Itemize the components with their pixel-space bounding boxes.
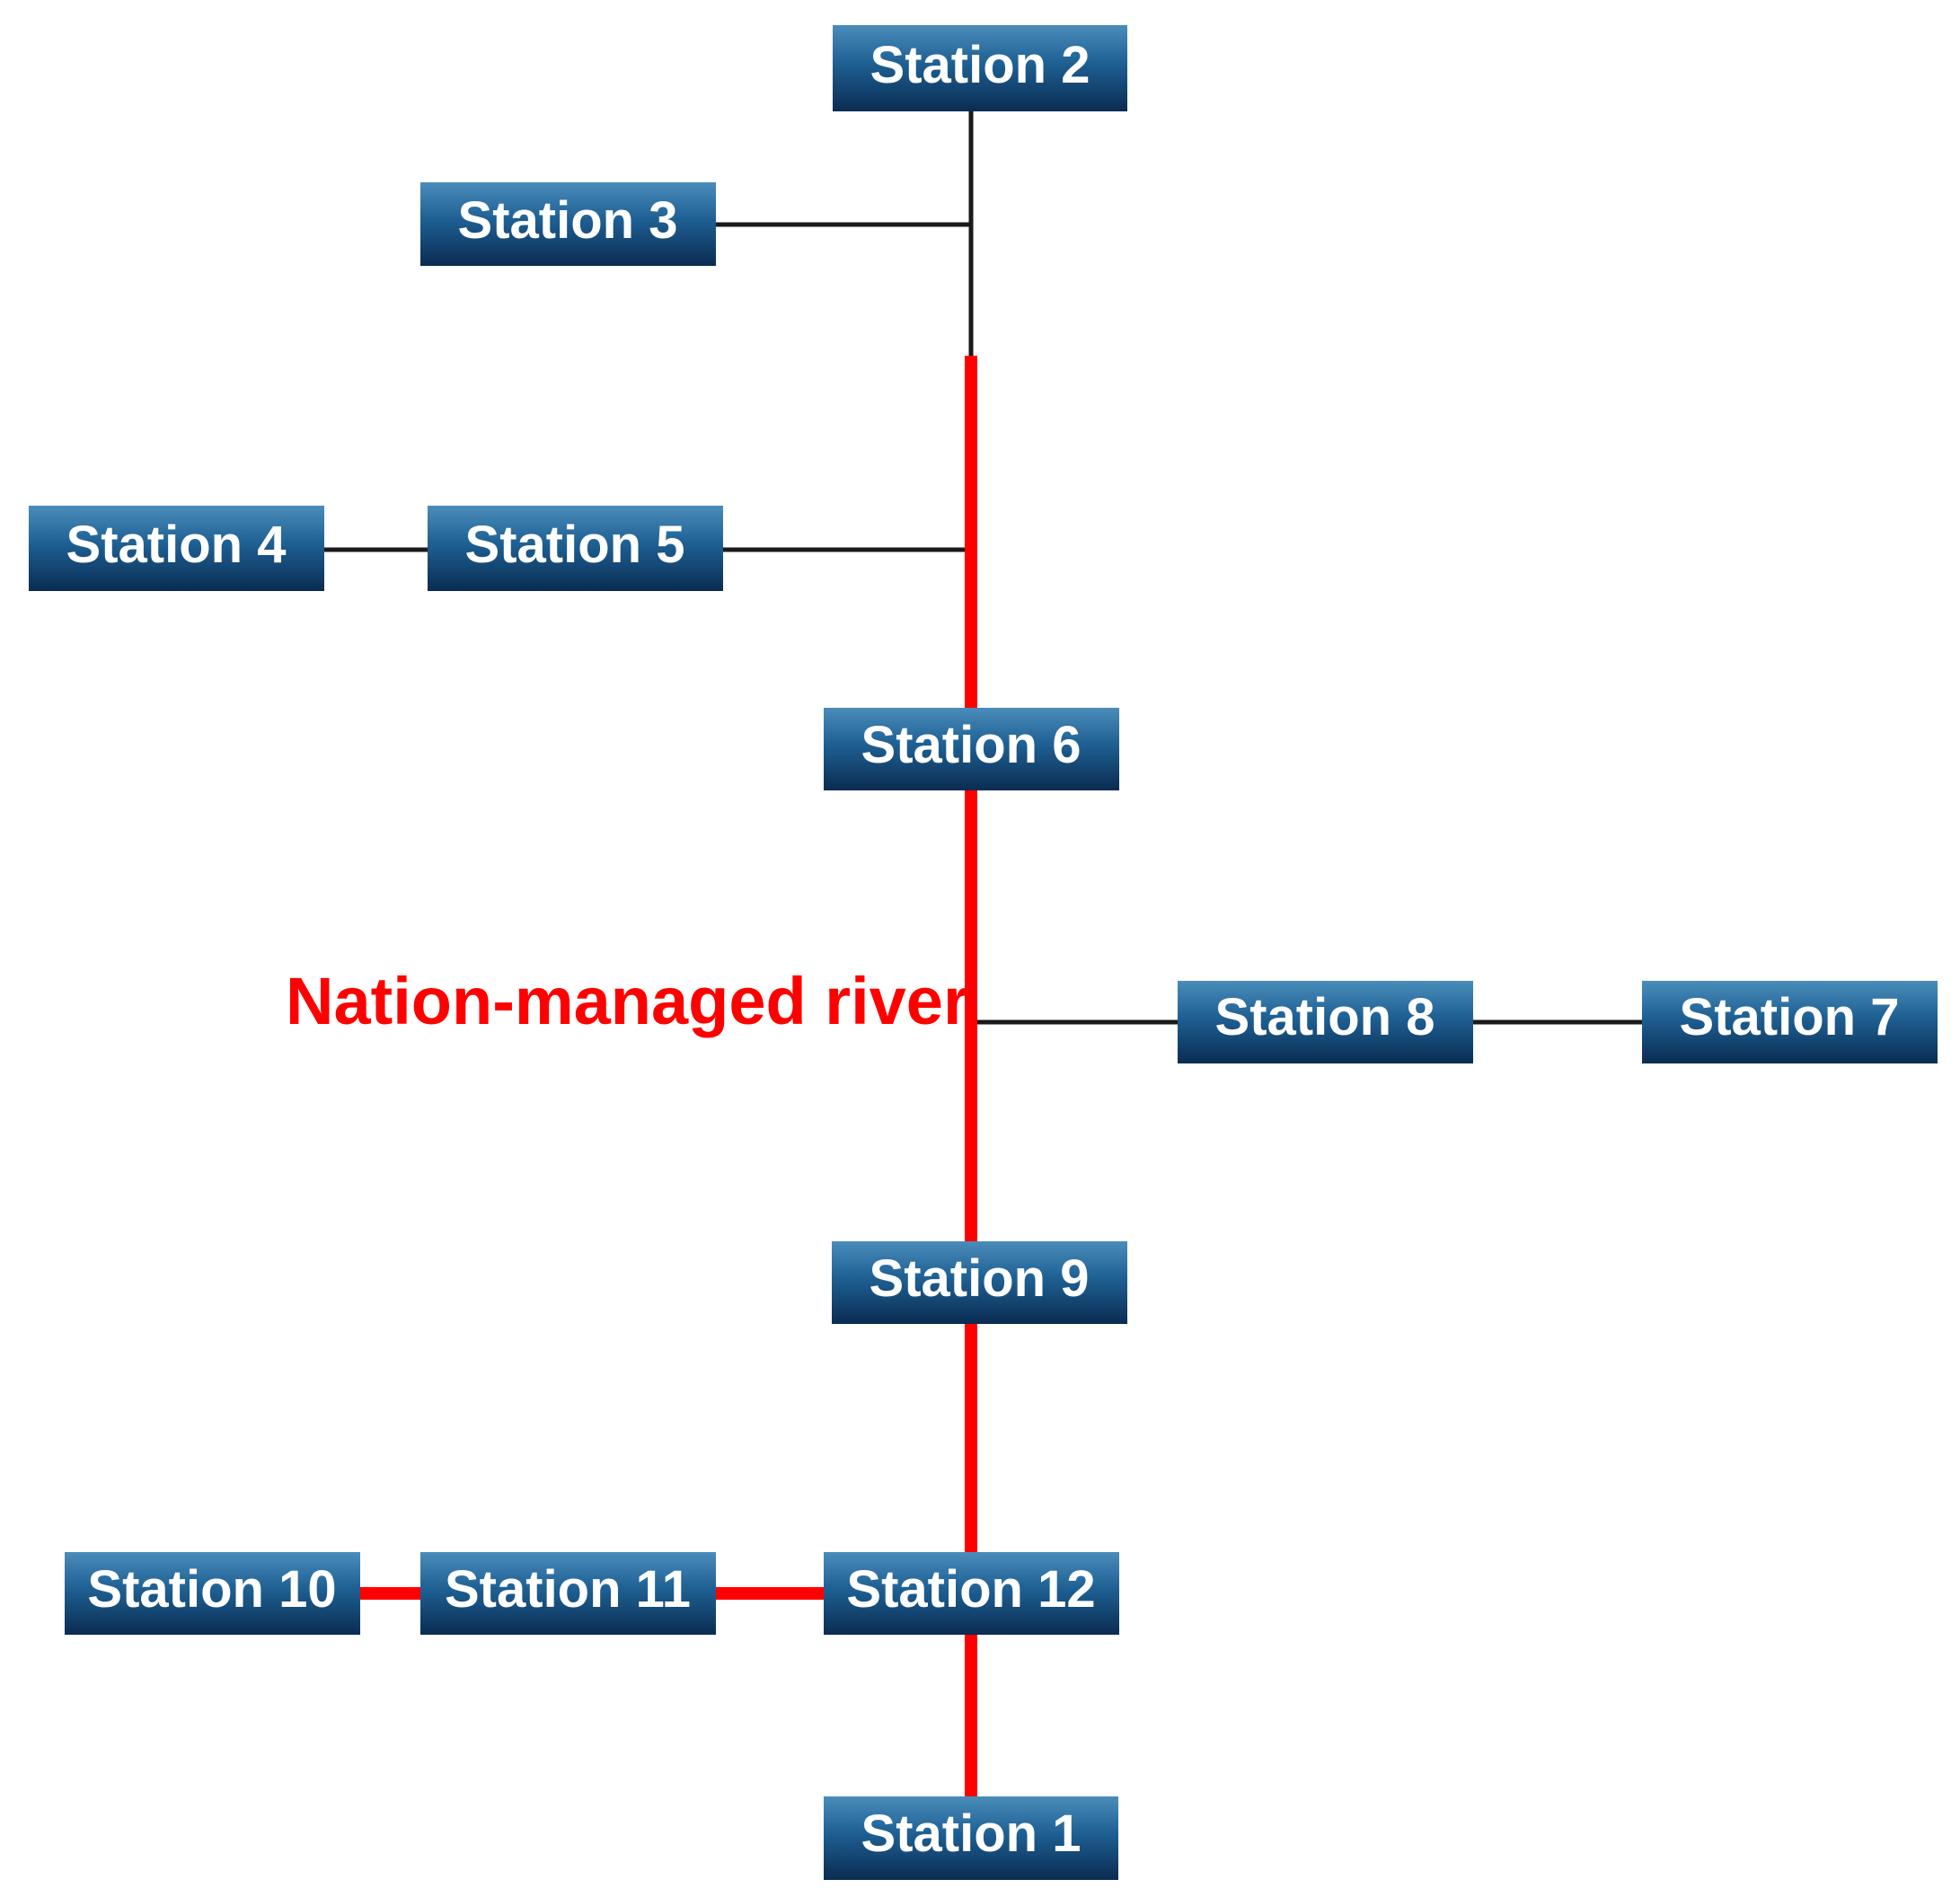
station-10-box: Station 10 — [65, 1552, 360, 1635]
station-6-box: Station 6 — [824, 708, 1119, 790]
station-2-box: Station 2 — [833, 25, 1127, 111]
station-8-box: Station 8 — [1178, 981, 1473, 1063]
station-10-label: Station 10 — [87, 1560, 336, 1619]
connections — [324, 111, 1642, 1796]
station-12-label: Station 12 — [846, 1560, 1095, 1619]
station-8-label: Station 8 — [1215, 988, 1435, 1046]
station-1-box: Station 1 — [824, 1796, 1118, 1880]
river-annotation: Nation-managed river — [286, 964, 969, 1038]
station-11-label: Station 11 — [445, 1560, 691, 1619]
station-12-box: Station 12 — [824, 1552, 1119, 1635]
station-7-label: Station 7 — [1680, 988, 1900, 1046]
station-7-box: Station 7 — [1642, 981, 1938, 1063]
station-5-box: Station 5 — [428, 506, 723, 591]
station-11-box: Station 11 — [420, 1552, 716, 1635]
station-4-label: Station 4 — [66, 516, 287, 574]
station-4-box: Station 4 — [29, 506, 324, 591]
station-5-label: Station 5 — [465, 516, 685, 574]
station-1-label: Station 1 — [861, 1804, 1082, 1863]
station-9-box: Station 9 — [832, 1241, 1127, 1324]
station-3-box: Station 3 — [420, 182, 716, 266]
station-3-label: Station 3 — [458, 191, 678, 250]
station-9-label: Station 9 — [870, 1249, 1090, 1308]
station-6-label: Station 6 — [861, 716, 1082, 774]
station-2-label: Station 2 — [870, 36, 1090, 94]
